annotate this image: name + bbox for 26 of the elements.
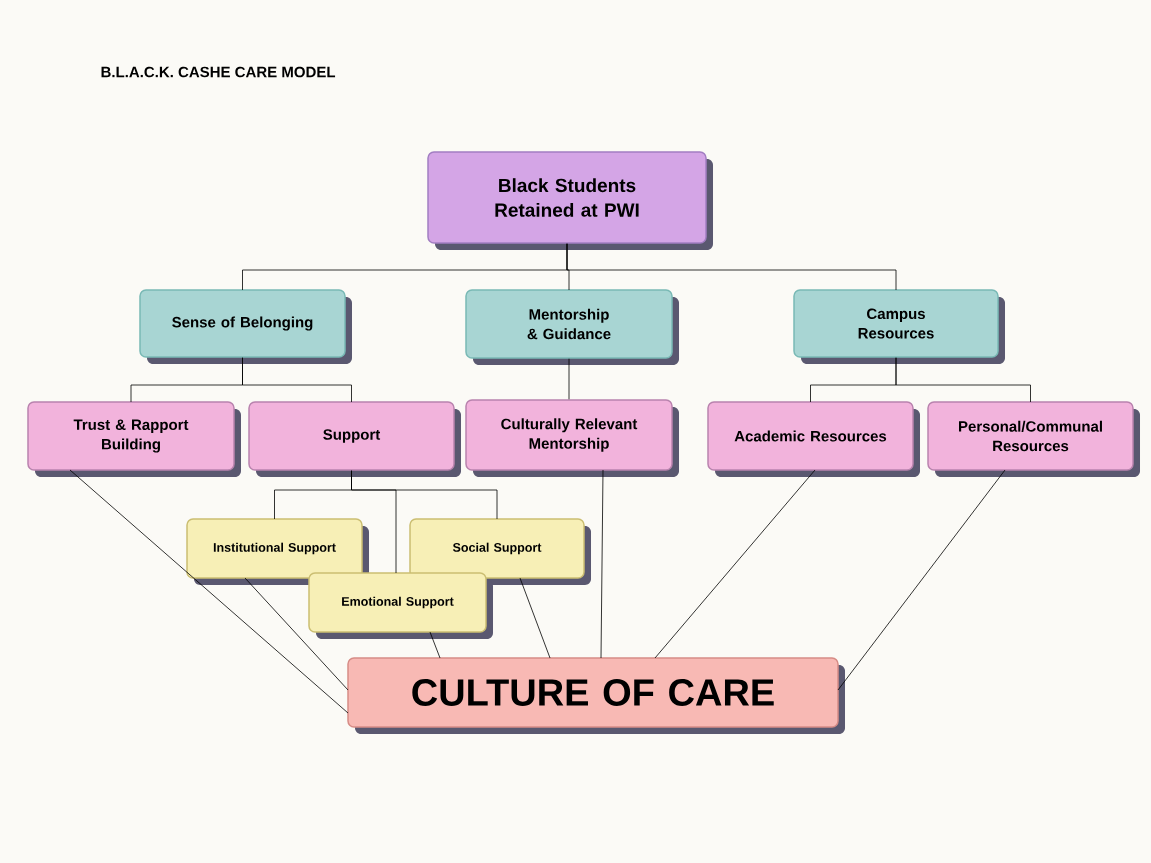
category-box: Sense of Belonging [139,289,352,364]
outcome-box: CULTURE OF CARE [347,657,845,734]
connector-line [69,469,349,714]
connector-line [837,469,1006,691]
subcategory-box: Trust & Rapport Building [27,401,241,477]
connector-line [654,469,816,659]
subcategory-box: Personal/Communal Resources [927,401,1140,477]
support-box: Institutional Support [186,518,369,585]
subcategory-box: Academic Resources [707,401,920,477]
connector-line [600,469,604,659]
connector-line [244,577,349,691]
result-box: Black Students Retained at PWI [427,151,713,250]
connector-line [351,470,397,574]
connector-line [429,631,441,659]
support-box: Emotional Support [308,572,493,639]
category-box: Campus Resources [793,289,1005,364]
title: B.L.A.C.K. CASHE CARE MODEL [101,66,336,78]
connector-line [519,577,551,659]
subcategory-box: Culturally Relevant Mentorship [465,399,679,477]
connector-line [566,243,897,291]
connector-line [895,357,1031,403]
support-box: Social Support [409,518,591,585]
category-box: Mentorship & Guidance [465,289,679,365]
subcategory-box: Support [248,401,461,477]
connector-line [242,357,352,403]
connector-line [568,358,570,400]
